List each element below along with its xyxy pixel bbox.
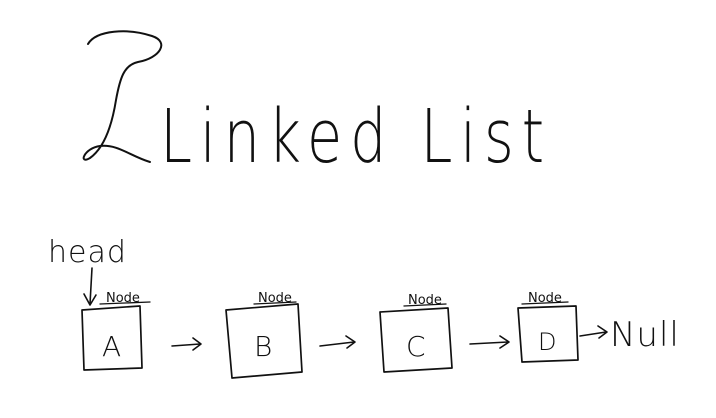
node-value: D [538,328,556,356]
node-a: Node A [81,291,151,371]
node-box [81,305,143,371]
diagram-title: Linked List [82,30,552,180]
page-title: Linked List [160,94,552,180]
node-box [517,305,579,363]
node-b: Node B [225,291,303,379]
node-box [225,303,303,379]
pointer-arrow [171,337,202,351]
node-value: C [406,330,426,363]
node-caption-underline [99,301,151,305]
pointer-arrow [469,335,510,349]
title-cursive-l-stroke [82,30,163,163]
head-label: head [48,235,127,270]
node-d: Node D [517,291,579,363]
null-label: Null [610,315,680,355]
head-pointer: head [48,235,127,306]
node-value: A [102,330,121,363]
node-box [379,307,453,373]
node-caption-underline [403,303,447,307]
head-arrow [89,267,93,305]
node-caption-underline [521,301,569,305]
node-caption-underline [253,301,297,305]
head-arrow-tip [83,293,97,306]
node-c: Node C [379,293,453,373]
pointer-arrow [579,325,608,339]
node-value: B [254,330,272,363]
pointer-arrow [319,335,356,349]
